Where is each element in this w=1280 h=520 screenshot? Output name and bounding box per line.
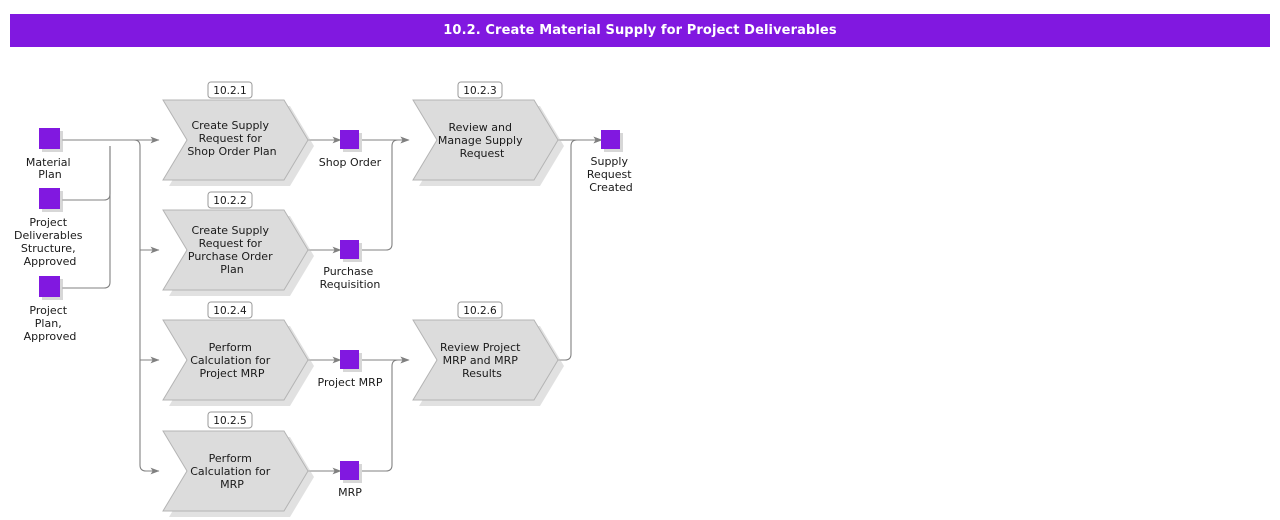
step-badge-10-2-5	[207, 411, 253, 429]
step-badge-10-2-3	[457, 81, 503, 99]
step-number-10-2-2: 10.2.2	[213, 195, 246, 207]
process-step-10-2-4[interactable]: Perform Calculation for Project MRP 10.2…	[162, 301, 314, 406]
state-label-material-plan: Material Plan	[26, 156, 74, 181]
state-node-project-deliverables-structure-approved[interactable]: Project Deliverables Structure, Approved	[14, 188, 86, 268]
page-title: 10.2. Create Material Supply for Project…	[443, 23, 837, 38]
process-step-10-2-1[interactable]: Create Supply Request for Shop Order Pla…	[162, 81, 314, 186]
step-number-10-2-5: 10.2.5	[213, 415, 246, 427]
process-step-10-2-5[interactable]: Perform Calculation for MRP 10.2.5	[162, 411, 314, 517]
process-label-10-2-4: Perform Calculation for Project MRP	[190, 341, 274, 380]
diagram-header-bar: 10.2. Create Material Supply for Project…	[10, 14, 1270, 47]
state-node-project-plan-approved[interactable]: Project Plan, Approved	[24, 276, 77, 343]
process-step-10-2-6[interactable]: Review Project MRP and MRP Results 10.2.…	[412, 301, 564, 406]
process-label-10-2-6: Review Project MRP and MRP Results	[440, 341, 524, 380]
process-step-10-2-2[interactable]: Create Supply Request for Purchase Order…	[162, 191, 314, 296]
state-node-mrp[interactable]: MRP	[338, 461, 362, 499]
process-label-10-2-2: Create Supply Request for Purchase Order…	[188, 224, 276, 276]
state-label-project-deliverables-structure-approved: Project Deliverables Structure, Approved	[14, 216, 86, 268]
state-label-purchase-requisition: Purchase Requisition	[320, 265, 381, 291]
state-label-supply-request-created: Supply Request Created	[587, 155, 635, 194]
connector-layer	[62, 136, 603, 475]
step-number-10-2-1: 10.2.1	[213, 85, 246, 97]
state-label-mrp: MRP	[338, 486, 362, 499]
state-node-supply-request-created[interactable]: Supply Request Created	[587, 130, 635, 194]
step-badge-10-2-2	[207, 191, 253, 209]
step-number-10-2-3: 10.2.3	[463, 85, 496, 97]
step-badge-10-2-6	[457, 301, 503, 319]
state-label-project-plan-approved: Project Plan, Approved	[24, 304, 77, 343]
connector-10-2-6-to-supply-request-created	[554, 136, 603, 361]
state-label-project-mrp: Project MRP	[318, 376, 383, 389]
connector-bus-trunk	[110, 139, 160, 475]
step-badge-10-2-1	[207, 81, 253, 99]
connector-project-plan-to-bus	[62, 146, 111, 289]
step-badge-10-2-4	[207, 301, 253, 319]
state-node-purchase-requisition[interactable]: Purchase Requisition	[320, 240, 381, 291]
state-node-project-mrp[interactable]: Project MRP	[318, 350, 383, 389]
step-number-10-2-4: 10.2.4	[213, 305, 247, 317]
connector-deliverables-to-bus	[62, 146, 111, 201]
process-label-10-2-1: Create Supply Request for Shop Order Pla…	[187, 119, 276, 158]
step-number-10-2-6: 10.2.6	[463, 305, 497, 317]
process-step-10-2-3[interactable]: Review and Manage Supply Request 10.2.3	[412, 81, 564, 186]
state-node-shop-order[interactable]: Shop Order	[319, 130, 382, 169]
connector-mrp-to-10-2-6	[362, 356, 410, 472]
state-label-shop-order: Shop Order	[319, 156, 382, 169]
process-label-10-2-5: Perform Calculation for MRP	[190, 452, 274, 491]
process-label-10-2-3: Review and Manage Supply Request	[438, 121, 526, 160]
connector-purchase-requisition-to-10-2-3	[362, 136, 410, 251]
state-node-material-plan[interactable]: Material Plan	[26, 128, 74, 181]
